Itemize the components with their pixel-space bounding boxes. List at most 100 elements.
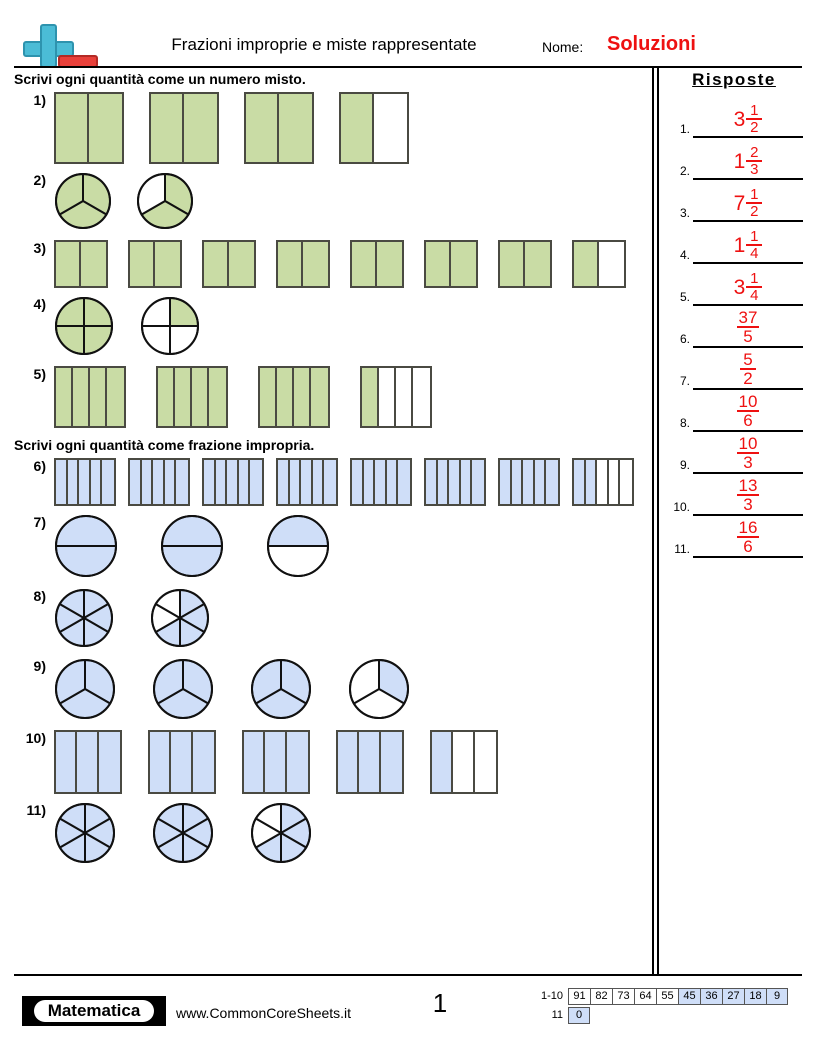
fraction-part	[303, 242, 328, 286]
page-header: Frazioni improprie e miste rappresentate…	[14, 22, 802, 68]
fraction-rectangle	[244, 92, 314, 164]
fraction-part	[597, 460, 609, 504]
fraction-rectangle	[242, 730, 310, 794]
score-cell: 45	[678, 988, 700, 1005]
fraction-rectangle	[148, 730, 216, 794]
fraction-rectangle	[54, 458, 116, 506]
fraction-denominator: 6	[743, 537, 753, 556]
fraction-part	[426, 460, 438, 504]
problem-2: 2)	[14, 172, 648, 230]
fraction-part	[56, 242, 81, 286]
score-row-label: 1-10	[540, 990, 563, 1002]
answer-key-title: Risposte	[692, 70, 776, 89]
fraction-circle	[55, 802, 115, 864]
problem-10: 10)	[14, 730, 648, 794]
fraction-denominator: 3	[743, 495, 753, 514]
problem-figures	[54, 514, 648, 578]
fraction-numerator: 1	[750, 102, 759, 119]
divider-line-left	[652, 66, 654, 974]
score-cell: 36	[700, 988, 722, 1005]
fraction-part	[107, 368, 124, 426]
fraction-part	[160, 545, 224, 577]
circle-outline	[153, 659, 213, 719]
fraction-numerator: 1	[750, 186, 759, 203]
score-cell: 91	[568, 988, 590, 1005]
fraction-part	[266, 515, 330, 547]
fraction-part	[363, 460, 376, 504]
score-row-label: 11	[551, 1009, 563, 1021]
problem-figures	[54, 296, 648, 356]
fraction-part	[56, 732, 78, 792]
fraction-part	[312, 460, 325, 504]
fraction-part	[164, 460, 177, 504]
fraction-numerator: 13	[738, 476, 758, 495]
answer-blank-line	[693, 346, 803, 348]
problem-number: 4)	[33, 296, 46, 312]
fraction-part	[176, 460, 188, 504]
circle-outline	[251, 803, 311, 863]
footer-divider	[14, 974, 802, 976]
fraction-denominator: 3	[743, 453, 753, 472]
fraction-rectangle	[54, 92, 124, 164]
score-cell: 18	[744, 988, 766, 1005]
answer-blank-line	[693, 556, 803, 558]
fraction-part	[574, 460, 586, 504]
problem-number: 6)	[33, 458, 46, 474]
fraction-part	[184, 94, 217, 162]
score-cell: 73	[612, 988, 634, 1005]
column-divider	[652, 66, 660, 974]
plus-minus-icon	[14, 22, 104, 68]
fraction-part	[56, 94, 89, 162]
fraction-part	[73, 368, 90, 426]
fraction-part	[620, 460, 632, 504]
fraction-numerator: 5	[743, 350, 753, 369]
fraction-part	[377, 242, 402, 286]
fraction-rectangle	[498, 458, 560, 506]
problem-number: 1)	[33, 92, 46, 108]
fraction-circle	[55, 658, 115, 719]
header-divider	[14, 66, 802, 68]
fraction-part	[511, 460, 524, 504]
fraction-part	[81, 242, 106, 286]
fraction-part	[250, 460, 262, 504]
fraction-part	[204, 242, 229, 286]
fraction-part	[380, 732, 402, 792]
answer-index: 1.	[679, 122, 690, 136]
fraction-part	[585, 460, 598, 504]
fraction-part	[155, 242, 180, 286]
answer-whole-number: 1	[733, 233, 746, 257]
fraction-bar	[746, 244, 763, 246]
problem-1: 1)	[14, 92, 648, 164]
circle-outline	[267, 515, 329, 577]
fraction-rectangle	[336, 730, 404, 794]
answer-whole-number: 7	[733, 191, 746, 215]
problem-3: 3)	[14, 240, 648, 288]
fraction-circle	[251, 802, 311, 864]
score-cell: 27	[722, 988, 744, 1005]
answer-blank-line	[693, 262, 803, 264]
problem-9: 9)	[14, 658, 648, 720]
problem-figures	[54, 240, 648, 288]
fraction-part	[324, 460, 336, 504]
fraction-part	[266, 545, 330, 577]
fraction-bar	[746, 286, 763, 288]
fraction-circle	[160, 515, 224, 577]
answer-index: 5.	[679, 290, 690, 304]
fraction-numerator: 16	[738, 518, 758, 537]
